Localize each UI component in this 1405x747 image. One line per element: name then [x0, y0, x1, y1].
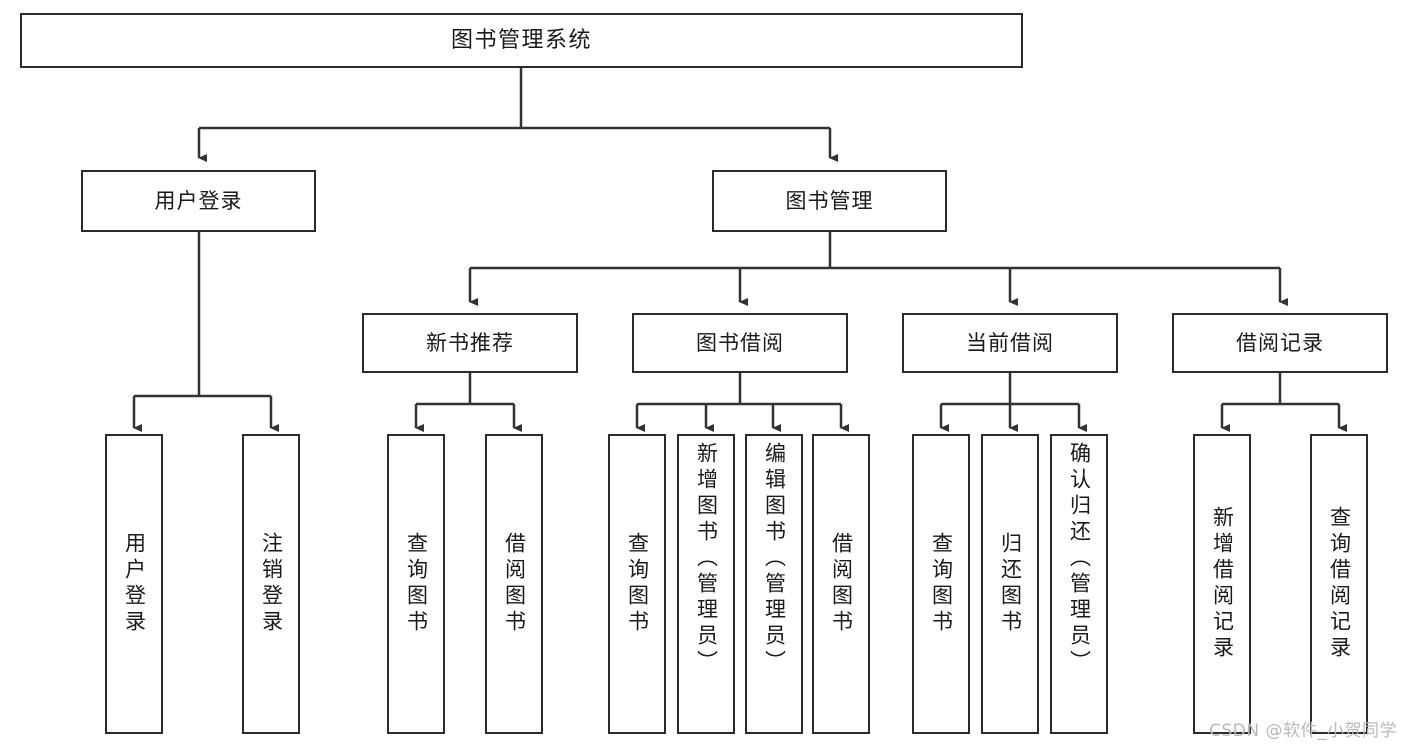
node-label: 图书借阅	[696, 330, 784, 355]
node-label: 注销登录	[259, 532, 284, 636]
node-label: 查询图书	[404, 532, 429, 636]
node-leaf-query-book-1[interactable]: 查询图书	[387, 434, 445, 734]
node-label: 查询图书	[625, 532, 650, 636]
node-label: 借阅记录	[1236, 330, 1324, 355]
node-label: 借阅图书	[502, 532, 527, 636]
node-label: 当前借阅	[966, 330, 1054, 355]
node-label: 新书推荐	[426, 330, 514, 355]
node-leaf-confirm-return[interactable]: 确认归还（管理员）	[1050, 434, 1108, 734]
node-label: 新增借阅记录	[1210, 506, 1235, 662]
node-label: 查询图书	[929, 532, 954, 636]
node-label: 借阅图书	[829, 532, 854, 636]
node-leaf-user-login[interactable]: 用户登录	[105, 434, 163, 734]
node-label: 新增图书（管理员）	[694, 442, 719, 676]
node-leaf-add-book[interactable]: 新增图书（管理员）	[677, 434, 735, 734]
node-label: 确认归还（管理员）	[1067, 442, 1092, 676]
node-book-borrow[interactable]: 图书借阅	[632, 313, 848, 373]
watermark-text: CSDN @软件_小贺同学	[1209, 721, 1397, 741]
node-label: 图书管理	[785, 188, 874, 213]
node-leaf-borrow-book-2[interactable]: 借阅图书	[812, 434, 870, 734]
node-root-system[interactable]: 图书管理系统	[20, 13, 1023, 68]
node-label: 查询借阅记录	[1327, 506, 1352, 662]
node-label: 归还图书	[998, 532, 1023, 636]
node-new-book-recommend[interactable]: 新书推荐	[362, 313, 578, 373]
node-leaf-query-record[interactable]: 查询借阅记录	[1310, 434, 1368, 734]
node-leaf-borrow-book-1[interactable]: 借阅图书	[485, 434, 543, 734]
node-borrow-record[interactable]: 借阅记录	[1172, 313, 1388, 373]
node-leaf-return-book[interactable]: 归还图书	[981, 434, 1039, 734]
node-label: 编辑图书（管理员）	[762, 442, 787, 676]
node-current-borrow[interactable]: 当前借阅	[902, 313, 1118, 373]
node-label: 用户登录	[154, 188, 243, 213]
node-leaf-add-record[interactable]: 新增借阅记录	[1193, 434, 1251, 734]
node-leaf-query-book-2[interactable]: 查询图书	[608, 434, 666, 734]
node-leaf-logout[interactable]: 注销登录	[242, 434, 300, 734]
node-label: 用户登录	[122, 532, 147, 636]
node-user-login[interactable]: 用户登录	[81, 170, 316, 232]
node-label: 图书管理系统	[450, 27, 592, 53]
node-leaf-query-book-3[interactable]: 查询图书	[912, 434, 970, 734]
node-book-manage[interactable]: 图书管理	[712, 170, 947, 232]
node-leaf-edit-book[interactable]: 编辑图书（管理员）	[745, 434, 803, 734]
